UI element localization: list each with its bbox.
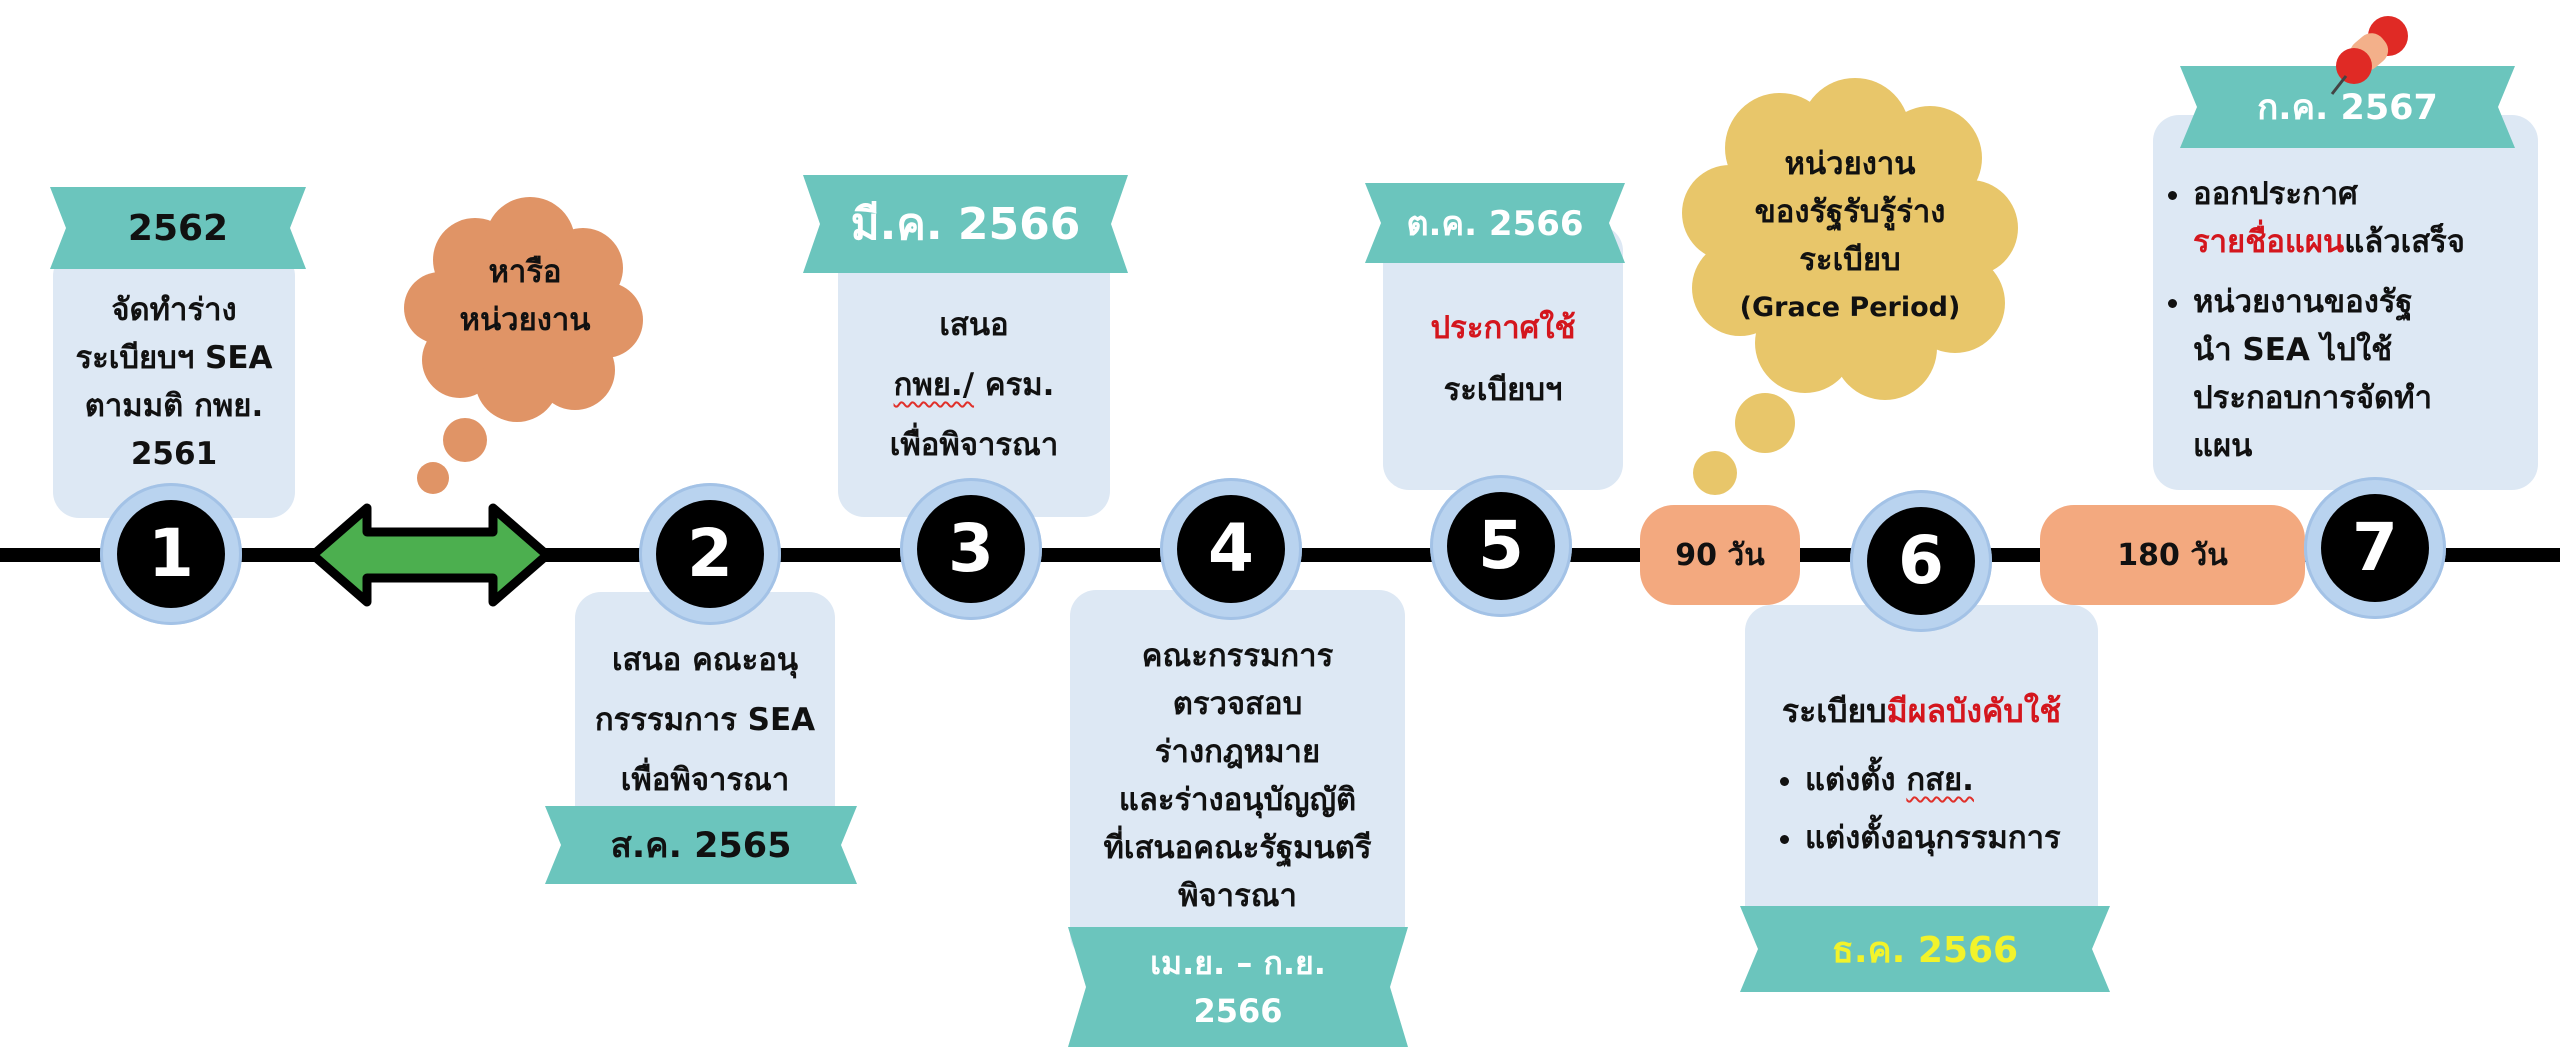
step-6-bullet-2: แต่งตั้งอนุกรรมการ — [1805, 809, 2098, 867]
grace-period-line-1: หน่วยงาน — [1784, 146, 1916, 182]
step-3-line-1: เสนอ — [939, 307, 1009, 343]
step-2-date: ส.ค. 2565 — [610, 825, 792, 866]
step-4-node: 4 — [1160, 478, 1302, 620]
step-7-number: 7 — [2321, 494, 2429, 602]
duration-180-days: 180 วัน — [2040, 505, 2305, 605]
step-1-node: 1 — [100, 483, 242, 625]
step-6-node: 6 — [1850, 490, 1992, 632]
step-6-title: ระเบียบมีผลบังคับใช้ — [1745, 687, 2098, 735]
step-7-bullet-2-line-3: ประกอบการจัดทำ — [2193, 380, 2433, 416]
step-6-bullet-1a: แต่งตั้ง — [1805, 762, 1896, 798]
step-6-number: 6 — [1867, 507, 1975, 615]
grace-period-line-3: ระเบียบ — [1799, 242, 1901, 278]
step-2-node: 2 — [639, 483, 781, 625]
step-7-bullet-1-suffix: แล้วเสร็จ — [2344, 224, 2465, 260]
step-5-number: 5 — [1447, 492, 1555, 600]
step-1-line-3: ตามมติ กพย. — [84, 388, 264, 424]
duration-90-days-label: 90 วัน — [1675, 537, 1765, 573]
step-3-number: 3 — [917, 495, 1025, 603]
step-3-card: เสนอ กพย./ ครม. เพื่อพิจารณา — [838, 245, 1110, 517]
step-7-bullet-2-line-2: นำ SEA ไปใช้ — [2193, 332, 2393, 368]
step-1-line-4: 2561 — [130, 436, 218, 472]
step-7-date-banner: ก.ค. 2567 — [2180, 66, 2515, 148]
step-7-node: 7 — [2304, 477, 2446, 619]
step-4-card: คณะกรรมการ ตรวจสอบ ร่างกฎหมาย และร่างอนุ… — [1070, 590, 1405, 960]
step-2-number: 2 — [656, 500, 764, 608]
step-4-line-1: คณะกรรมการ — [1141, 638, 1334, 674]
grace-period-line-2: ของรัฐรับรู้ร่าง — [1754, 194, 1946, 230]
step-3-date: มี.ค. 2566 — [850, 199, 1081, 250]
grace-period-cloud: หน่วยงาน ของรัฐรับรู้ร่าง ระเบียบ (Grace… — [1682, 78, 2018, 508]
duration-180-days-label: 180 วัน — [2117, 537, 2228, 573]
step-1-line-2: ระเบียบฯ SEA — [75, 340, 273, 376]
step-4-line-5: ที่เสนอคณะรัฐมนตรี — [1103, 830, 1372, 866]
step-4-line-6: พิจารณา — [1178, 878, 1297, 914]
discussion-cloud-line-1: หารือ — [488, 254, 562, 290]
step-1-card: จัดทำร่าง ระเบียบฯ SEA ตามมติ กพย. 2561 — [53, 250, 295, 518]
discussion-cloud: หารือ หน่วยงาน — [404, 197, 645, 500]
step-3-line-2b: ครม. — [984, 367, 1055, 403]
step-5-date: ต.ค. 2566 — [1406, 204, 1584, 244]
step-5-node: 5 — [1430, 475, 1572, 617]
step-5-line-2: ระเบียบฯ — [1443, 372, 1563, 408]
step-7-date: ก.ค. 2567 — [2257, 87, 2438, 128]
step-3-date-banner: มี.ค. 2566 — [803, 175, 1128, 273]
step-4-date-banner: เม.ย. – ก.ย. 2566 — [1068, 927, 1408, 1047]
step-2-line-2: กรรรมการ SEA — [594, 702, 816, 738]
step-5-card: ประกาศใช้ ระเบียบฯ — [1383, 225, 1623, 490]
step-3-line-2a: กพย./ — [893, 367, 975, 403]
step-4-number: 4 — [1177, 495, 1285, 603]
step-6-date: ธ.ค. 2566 — [1831, 929, 2019, 971]
step-6-bullet-1: แต่งตั้ง กสย. — [1805, 751, 2098, 809]
step-1-number: 1 — [117, 500, 225, 608]
double-arrow-icon — [308, 503, 552, 607]
step-7-bullet-2: หน่วยงานของรัฐ นำ SEA ไปใช้ ประกอบการจัด… — [2193, 278, 2524, 470]
step-4-line-2: ตรวจสอบ — [1172, 686, 1303, 722]
step-6-title-highlight: มีผลบังคับใช้ — [1886, 692, 2062, 730]
step-5-line-1: ประกาศใช้ — [1430, 310, 1576, 346]
step-4-date-line-2: 2566 — [1193, 992, 1283, 1030]
step-4-date-line-1: เม.ย. – ก.ย. — [1150, 944, 1326, 982]
step-2-line-3: เพื่อพิจารณา — [620, 762, 790, 798]
pushpin-icon — [2330, 16, 2408, 95]
step-7-bullet-2-line-1: หน่วยงานของรัฐ — [2193, 284, 2413, 320]
grace-period-line-4: (Grace Period) — [1739, 292, 1961, 323]
step-7-bullet-2-line-4: แผน — [2193, 428, 2253, 464]
step-1-date: 2562 — [127, 207, 229, 249]
step-6-date-banner: ธ.ค. 2566 — [1740, 906, 2110, 992]
step-6-bullet-1b: กสย. — [1906, 762, 1974, 798]
step-3-node: 3 — [900, 478, 1042, 620]
step-2-date-banner: ส.ค. 2565 — [545, 806, 857, 884]
step-5-date-banner: ต.ค. 2566 — [1365, 183, 1625, 263]
step-4-line-4: และร่างอนุบัญญัติ — [1118, 782, 1357, 818]
step-3-line-2: กพย./ ครม. — [838, 355, 1110, 415]
discussion-cloud-line-2: หน่วยงาน — [459, 302, 591, 338]
step-4-line-3: ร่างกฎหมาย — [1154, 734, 1321, 770]
step-6-title-prefix: ระเบียบ — [1781, 692, 1887, 730]
duration-90-days: 90 วัน — [1640, 505, 1800, 605]
step-1-date-banner: 2562 — [50, 187, 306, 269]
step-7-bullet-1-highlight: รายชื่อแผน — [2193, 224, 2345, 260]
step-1-line-1: จัดทำร่าง — [111, 292, 237, 328]
step-6-card: ระเบียบมีผลบังคับใช้ แต่งตั้ง กสย. แต่งต… — [1745, 605, 2098, 935]
step-2-card: เสนอ คณะอนุ กรรรมการ SEA เพื่อพิจารณา — [575, 592, 835, 837]
step-2-line-1: เสนอ คณะอนุ — [611, 642, 799, 678]
step-3-line-3: เพื่อพิจารณา — [889, 427, 1059, 463]
step-7-bullet-1-prefix: ออกประกาศ — [2193, 176, 2358, 212]
